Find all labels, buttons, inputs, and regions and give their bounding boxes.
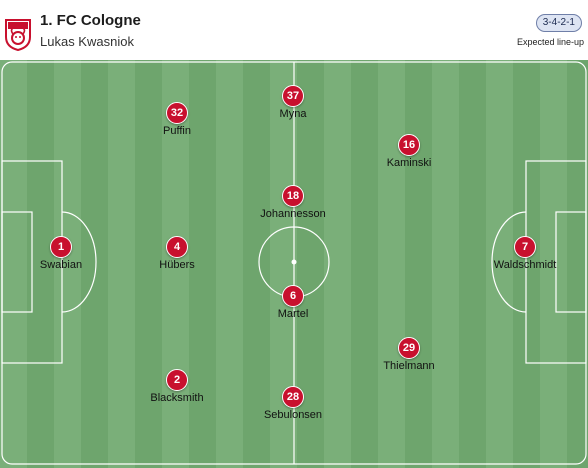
player-card[interactable]: 18 Johannesson <box>243 185 343 220</box>
player-card[interactable]: 7 Waldschmidt <box>475 236 575 271</box>
player-card[interactable]: 16 Kaminski <box>359 134 459 169</box>
player-card[interactable]: 28 Sebulonsen <box>243 386 343 421</box>
player-card[interactable]: 29 Thielmann <box>359 337 459 372</box>
player-name: Sebulonsen <box>263 409 323 421</box>
player-name: Martel <box>277 308 309 320</box>
player-card[interactable]: 6 Martel <box>243 285 343 320</box>
right-goal-area <box>555 211 587 313</box>
shirt-number-badge: 4 <box>166 236 188 258</box>
player-name: Swabian <box>39 259 83 271</box>
player-name: Johannesson <box>260 208 326 220</box>
shirt-number-badge: 2 <box>166 369 188 391</box>
formation-badge[interactable]: 3-4-2-1 <box>535 14 582 32</box>
left-penalty-arc <box>61 211 97 313</box>
player-card[interactable]: 2 Blacksmith <box>127 369 227 404</box>
shirt-number-badge: 18 <box>282 185 304 207</box>
player-name: Waldschmidt <box>493 259 557 271</box>
right-penalty-arc <box>491 211 527 313</box>
shirt-number-badge: 16 <box>398 134 420 156</box>
shirt-number-badge: 37 <box>282 85 304 107</box>
pitch-markings <box>1 61 587 465</box>
player-card[interactable]: 37 Myna <box>243 85 343 120</box>
shirt-number-badge: 6 <box>282 285 304 307</box>
football-pitch: 1 Swabian 4 Hübers 2 Blacksmith 32 Puffi… <box>0 60 588 468</box>
left-goal-area <box>1 211 33 313</box>
shirt-number-badge: 28 <box>282 386 304 408</box>
player-name: Myna <box>279 108 307 120</box>
shirt-number-badge: 7 <box>514 236 536 258</box>
shirt-number-badge: 29 <box>398 337 420 359</box>
center-spot <box>291 259 297 265</box>
shirt-number-badge: 32 <box>166 102 188 124</box>
player-name: Thielmann <box>383 360 435 372</box>
team-header: 1. FC Cologne Lukas Kwasniok 3-4-2-1 Exp… <box>0 0 588 60</box>
player-card[interactable]: 1 Swabian <box>11 236 111 271</box>
lineup-status: Expected line-up <box>516 37 584 47</box>
player-name: Puffin <box>163 125 191 137</box>
team-name: 1. FC Cologne <box>40 12 141 29</box>
player-name: Kaminski <box>386 157 432 169</box>
player-name: Blacksmith <box>150 392 204 404</box>
player-name: Hübers <box>159 259 195 271</box>
player-card[interactable]: 32 Puffin <box>127 102 227 137</box>
player-card[interactable]: 4 Hübers <box>127 236 227 271</box>
club-crest-icon <box>5 19 31 51</box>
coach-name: Lukas Kwasniok <box>40 34 134 49</box>
shirt-number-badge: 1 <box>50 236 72 258</box>
